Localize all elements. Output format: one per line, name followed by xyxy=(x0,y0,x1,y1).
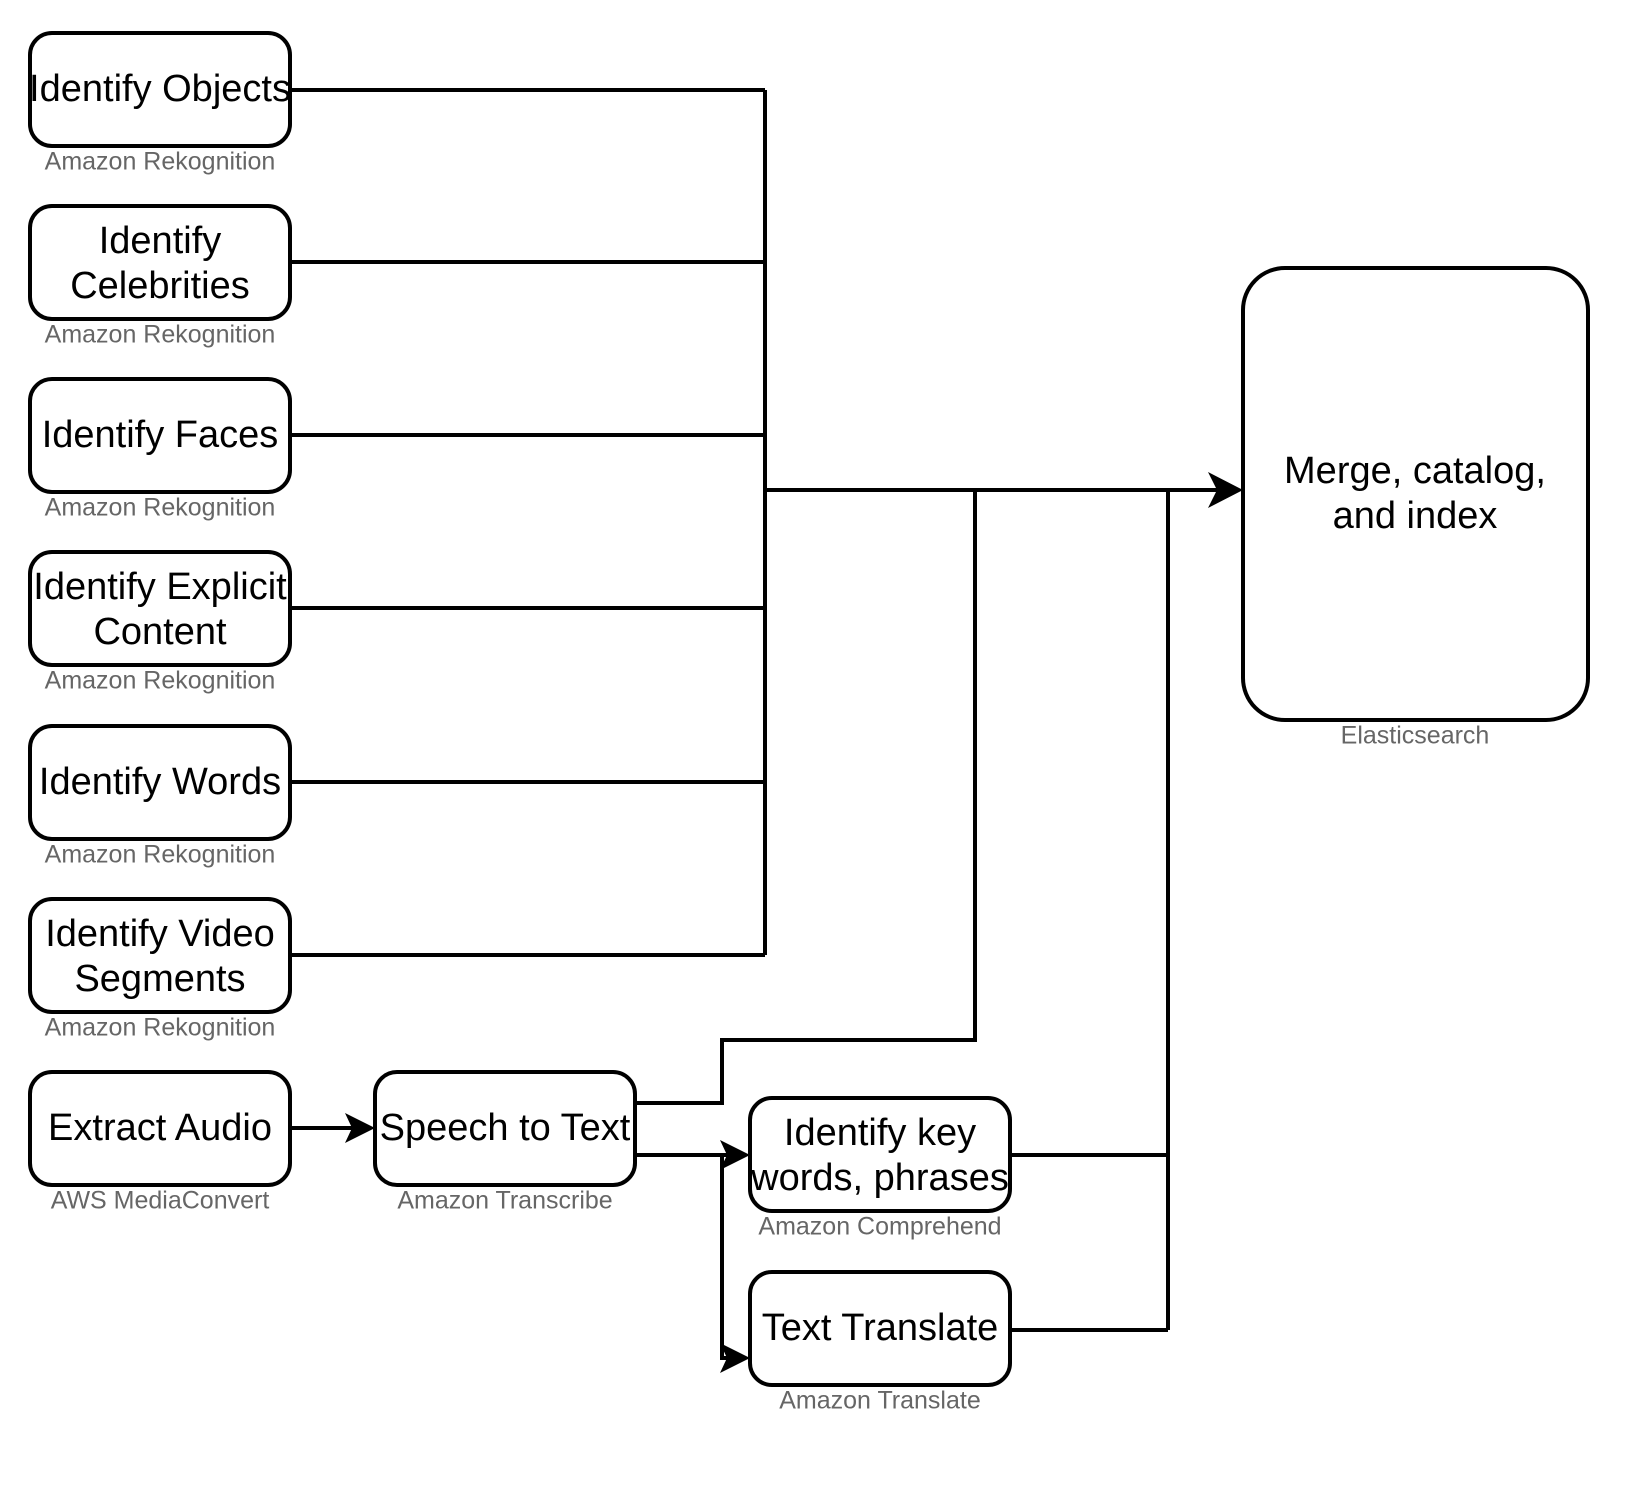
arrowhead-text-translate xyxy=(720,1343,750,1373)
node-text-translate-caption: Amazon Translate xyxy=(779,1387,981,1415)
node-identify-explicit-content-label-line1: Identify Explicit xyxy=(33,566,287,608)
node-merge-catalog-index-label-line2: and index xyxy=(1333,495,1498,537)
node-speech-to-text-shape[interactable] xyxy=(373,1070,637,1187)
edge-speech-to-text-to-merge xyxy=(635,490,977,1105)
node-identify-faces-label: Identify Faces xyxy=(42,414,279,456)
node-identify-celebrities-label-line1: Identify xyxy=(99,220,222,262)
node-speech-to-text[interactable]: Speech to Text Amazon Transcribe xyxy=(373,1070,637,1215)
node-identify-faces-caption: Amazon Rekognition xyxy=(45,494,276,522)
node-identify-explicit-content-caption: Amazon Rekognition xyxy=(45,667,276,695)
node-identify-video-segments-shape[interactable] xyxy=(28,897,292,1014)
node-identify-key-words-phrases-label-line1: Identify key xyxy=(784,1112,976,1154)
edge-speech-to-text-to-translate xyxy=(720,1155,727,1360)
node-identify-objects[interactable]: Identify Objects Amazon Rekognition xyxy=(28,31,292,176)
node-identify-key-words-phrases[interactable]: Identify key words, phrases Amazon Compr… xyxy=(748,1096,1012,1241)
connector-layer xyxy=(290,88,1243,1373)
node-merge-catalog-index[interactable]: Merge, catalog, and index Elasticsearch xyxy=(1241,266,1590,750)
node-extract-audio[interactable]: Extract Audio AWS MediaConvert xyxy=(28,1070,292,1215)
node-identify-objects-shape[interactable] xyxy=(28,31,292,148)
node-identify-video-segments-label-line2: Segments xyxy=(74,958,245,1000)
node-merge-catalog-index-caption: Elasticsearch xyxy=(1341,722,1490,750)
node-merge-catalog-index-label-line1: Merge, catalog, xyxy=(1284,450,1546,492)
node-merge-catalog-index-shape[interactable] xyxy=(1241,266,1590,722)
arrowhead-merge-catalog-index xyxy=(1208,472,1243,508)
node-identify-celebrities[interactable]: Identify Celebrities Amazon Rekognition xyxy=(28,204,292,349)
node-identify-faces-shape[interactable] xyxy=(28,377,292,494)
node-extract-audio-label: Extract Audio xyxy=(48,1107,272,1149)
node-speech-to-text-label: Speech to Text xyxy=(380,1107,631,1149)
node-identify-explicit-content-shape[interactable] xyxy=(28,550,292,667)
node-identify-words-label: Identify Words xyxy=(39,761,281,803)
node-identify-words-caption: Amazon Rekognition xyxy=(45,841,276,869)
arrowhead-speech-to-text xyxy=(345,1113,375,1143)
node-extract-audio-shape[interactable] xyxy=(28,1070,292,1187)
node-identify-objects-label: Identify Objects xyxy=(29,68,291,110)
node-identify-explicit-content-label-line2: Content xyxy=(93,611,227,653)
node-identify-video-segments-caption: Amazon Rekognition xyxy=(45,1014,276,1042)
node-identify-video-segments[interactable]: Identify Video Segments Amazon Rekogniti… xyxy=(28,897,292,1042)
node-identify-video-segments-label-line1: Identify Video xyxy=(45,913,275,955)
node-extract-audio-caption: AWS MediaConvert xyxy=(51,1187,270,1215)
node-identify-key-words-phrases-label-line2: words, phrases xyxy=(750,1157,1009,1199)
node-identify-words-shape[interactable] xyxy=(28,724,292,841)
node-identify-explicit-content[interactable]: Identify Explicit Content Amazon Rekogni… xyxy=(28,550,292,695)
node-text-translate[interactable]: Text Translate Amazon Translate xyxy=(748,1270,1012,1415)
node-identify-faces[interactable]: Identify Faces Amazon Rekognition xyxy=(28,377,292,522)
node-text-translate-shape[interactable] xyxy=(748,1270,1012,1387)
arrowhead-comprehend xyxy=(720,1140,750,1170)
node-identify-key-words-phrases-shape[interactable] xyxy=(748,1096,1012,1213)
node-identify-key-words-phrases-caption: Amazon Comprehend xyxy=(758,1213,1001,1241)
node-text-translate-label: Text Translate xyxy=(762,1307,999,1349)
node-identify-celebrities-shape[interactable] xyxy=(28,204,292,321)
node-speech-to-text-caption: Amazon Transcribe xyxy=(397,1187,612,1215)
node-identify-words[interactable]: Identify Words Amazon Rekognition xyxy=(28,724,292,869)
node-identify-objects-caption: Amazon Rekognition xyxy=(45,148,276,176)
node-identify-celebrities-label-line2: Celebrities xyxy=(70,265,250,307)
node-identify-celebrities-caption: Amazon Rekognition xyxy=(45,321,276,349)
